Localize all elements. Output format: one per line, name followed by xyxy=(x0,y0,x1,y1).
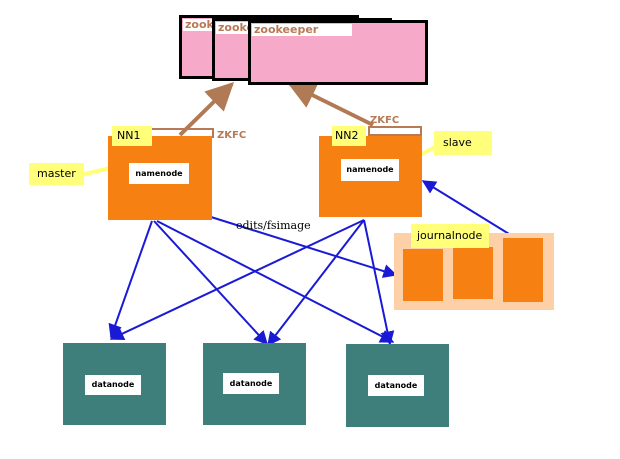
nn2-namenode-label: namenode xyxy=(341,159,399,181)
nn2-tag: NN2 xyxy=(332,126,366,146)
datanode-1-label: datanode xyxy=(85,375,141,395)
nn1-to-datanode2-arrow xyxy=(153,220,268,346)
datanode-1: datanode xyxy=(63,343,166,425)
datanode-2: datanode xyxy=(203,343,306,425)
journalnode-to-nn2-arrow xyxy=(421,180,515,238)
nn2-zkfc-label: ZKFC xyxy=(370,115,400,126)
zookeeper-node-3: zookeeper xyxy=(248,20,428,85)
nn2-zkfc-box xyxy=(368,126,422,136)
nn2-to-datanode3-arrow xyxy=(363,219,395,346)
master-note: master xyxy=(29,163,84,185)
zkfc-nn2-to-zookeeper-link xyxy=(287,82,374,127)
nn1-namenode-label: namenode xyxy=(129,163,189,184)
edits-fsimage-label: edits/fsimage xyxy=(236,219,311,232)
slave-note: slave xyxy=(434,131,492,155)
zookeeper-label-3: zookeeper xyxy=(252,24,352,36)
datanode-3: datanode xyxy=(346,344,449,427)
datanode-3-label: datanode xyxy=(368,375,424,396)
journalnode-2 xyxy=(453,247,493,299)
nn2-to-datanode1-arrow xyxy=(109,219,365,340)
namenode-nn1: namenode xyxy=(108,136,212,220)
zookeeper-label-2: zookeeper xyxy=(216,22,254,34)
nn1-zkfc-label: ZKFC xyxy=(217,130,247,141)
nn1-tag: NN1 xyxy=(112,126,152,146)
master-note-pointer xyxy=(80,166,111,177)
journalnode-3 xyxy=(503,238,543,302)
zkfc-nn1-to-zookeeper-link xyxy=(178,82,234,137)
journalnode-1 xyxy=(403,249,443,301)
journalnode-label: journalnode xyxy=(411,224,489,248)
nn1-to-datanode1-arrow xyxy=(108,220,153,339)
datanode-2-label: datanode xyxy=(223,373,279,394)
nn1-to-datanode3-arrow xyxy=(156,220,395,343)
zookeeper-label-1: zookeeper xyxy=(183,19,221,31)
nn2-to-datanode2-arrow xyxy=(267,219,365,347)
nn1-to-journalnode-arrow xyxy=(210,216,398,278)
namenode-nn2: namenode xyxy=(319,136,422,217)
